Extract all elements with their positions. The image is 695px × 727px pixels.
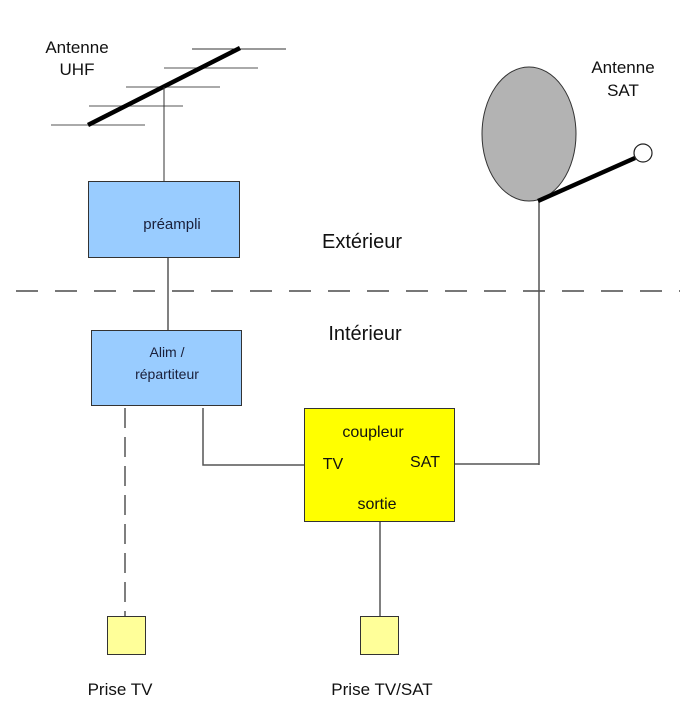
splitter-label-line1: Alim /: [150, 344, 185, 360]
lnb-icon: [633, 143, 653, 163]
splitter-label-line2: répartiteur: [135, 366, 199, 382]
tv-outlet-icon: [107, 616, 146, 655]
splitter-to-coupler-cable: [202, 408, 304, 466]
splitter-box: Alim / répartiteur: [91, 330, 242, 406]
satellite-dish-icon: [481, 66, 653, 465]
coupler-rect: [304, 408, 455, 522]
sat-antenna-label-line1: Antenne: [591, 58, 654, 77]
interior-zone-label: Intérieur: [328, 323, 402, 345]
coupler-title: coupleur: [342, 424, 404, 441]
preamp-rect: [88, 181, 240, 258]
tv-sat-outlet-label: Prise TV/SAT: [331, 680, 432, 699]
preamp-label: préampli: [143, 216, 201, 233]
preamp-box: préampli: [88, 181, 240, 258]
dish-reflector: [481, 66, 577, 202]
tv-outlet-label: Prise TV: [88, 680, 154, 699]
tv-sat-outlet-icon: [360, 616, 399, 655]
sat-antenna-label-line2: SAT: [607, 81, 639, 100]
coupler-box: coupleur TV SAT sortie: [304, 408, 455, 522]
coupler-tv-input-label: TV: [323, 456, 344, 473]
tv-outlet: Prise TV: [88, 616, 154, 699]
uhf-antenna-label-line2: UHF: [60, 60, 95, 79]
tv-sat-outlet: Prise TV/SAT: [331, 616, 433, 699]
splitter-rect: [91, 330, 242, 406]
coupler-sat-input-label: SAT: [410, 454, 440, 471]
uhf-boom: [86, 45, 242, 128]
exterior-zone-label: Extérieur: [322, 231, 402, 253]
uhf-antenna-label-line1: Antenne: [45, 38, 108, 57]
coupler-output-label: sortie: [357, 496, 396, 513]
dish-arm: [537, 155, 636, 204]
uhf-antenna-icon: [51, 45, 286, 181]
